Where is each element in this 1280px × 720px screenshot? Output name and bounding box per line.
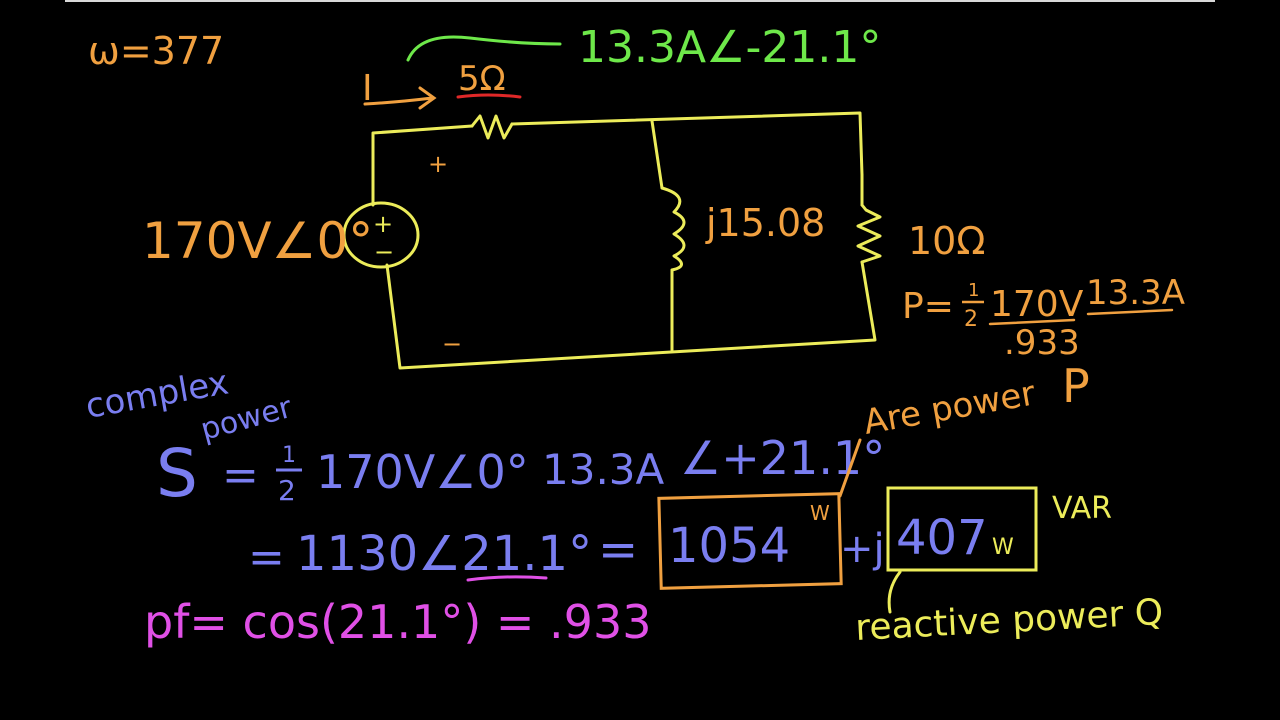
p-current: 13.3A <box>1086 273 1185 313</box>
s-voltage: 170V∠0° <box>316 445 529 499</box>
angle-underline <box>466 575 548 582</box>
circuit <box>342 111 882 370</box>
s-equals: = <box>222 450 259 501</box>
omega-label: ω=377 <box>88 29 224 73</box>
s-symbol: S <box>156 435 198 512</box>
p-pf-value: .933 <box>1004 323 1080 363</box>
inductor <box>660 186 686 272</box>
resistor-10-label: 10Ω <box>908 219 985 263</box>
line2-equals: = <box>248 532 285 583</box>
power-factor: pf= cos(21.1°) = .933 <box>144 595 651 649</box>
node-plus: + <box>428 150 448 178</box>
s-half-num: 1 <box>282 443 296 468</box>
wire-top-right <box>510 111 864 177</box>
magnitude: 1130∠21.1° <box>296 526 592 582</box>
real-power-box <box>657 492 843 590</box>
p-voltage: 170V <box>990 284 1084 325</box>
p-half-num: 1 <box>968 280 979 301</box>
reactive-power-unit: W <box>992 535 1014 560</box>
plus-j: +j <box>840 526 885 572</box>
current-pointer-line <box>406 35 562 62</box>
reactive-power-box <box>886 486 1038 572</box>
wire-middle-branch <box>650 119 674 352</box>
reactive-power-value: 407 <box>896 510 988 566</box>
equals-2: = <box>598 522 638 578</box>
resistor-5-underline <box>456 93 522 99</box>
wire-top-left <box>371 124 474 207</box>
real-power-value: 1054 <box>668 518 790 574</box>
resistor-5-label: 5Ω <box>458 59 506 99</box>
real-power-unit: W <box>810 501 830 525</box>
current-value: 13.3A∠-21.1° <box>578 22 881 73</box>
source-minus: − <box>374 238 394 266</box>
real-power-pointer <box>838 438 862 498</box>
inductor-label: j15.08 <box>705 201 825 245</box>
current-label: I <box>362 68 373 109</box>
p-voltage-underline <box>988 318 1076 326</box>
current-arrow <box>363 86 437 110</box>
s-half-den: 2 <box>278 474 296 507</box>
voltage-source <box>342 201 420 269</box>
var-label: VAR <box>1052 491 1112 526</box>
source-plus: + <box>373 210 393 238</box>
source-label: 170V∠0° <box>142 212 373 270</box>
s-angle: ∠+21.1° <box>680 431 885 485</box>
are-power-label: Are power <box>861 373 1039 442</box>
wire-right-lower <box>385 173 877 370</box>
p-symbol: P <box>1062 359 1090 413</box>
p-half-den: 2 <box>964 307 978 332</box>
p-current-underline <box>1086 308 1174 316</box>
p-prefix: P= <box>902 286 954 327</box>
reactive-power-pointer <box>887 570 902 614</box>
node-minus: − <box>442 330 462 358</box>
reactive-power-label: reactive power Q <box>854 592 1164 649</box>
resistor-5 <box>470 114 514 140</box>
s-current: 13.3A <box>542 445 665 494</box>
resistor-10 <box>856 203 882 264</box>
